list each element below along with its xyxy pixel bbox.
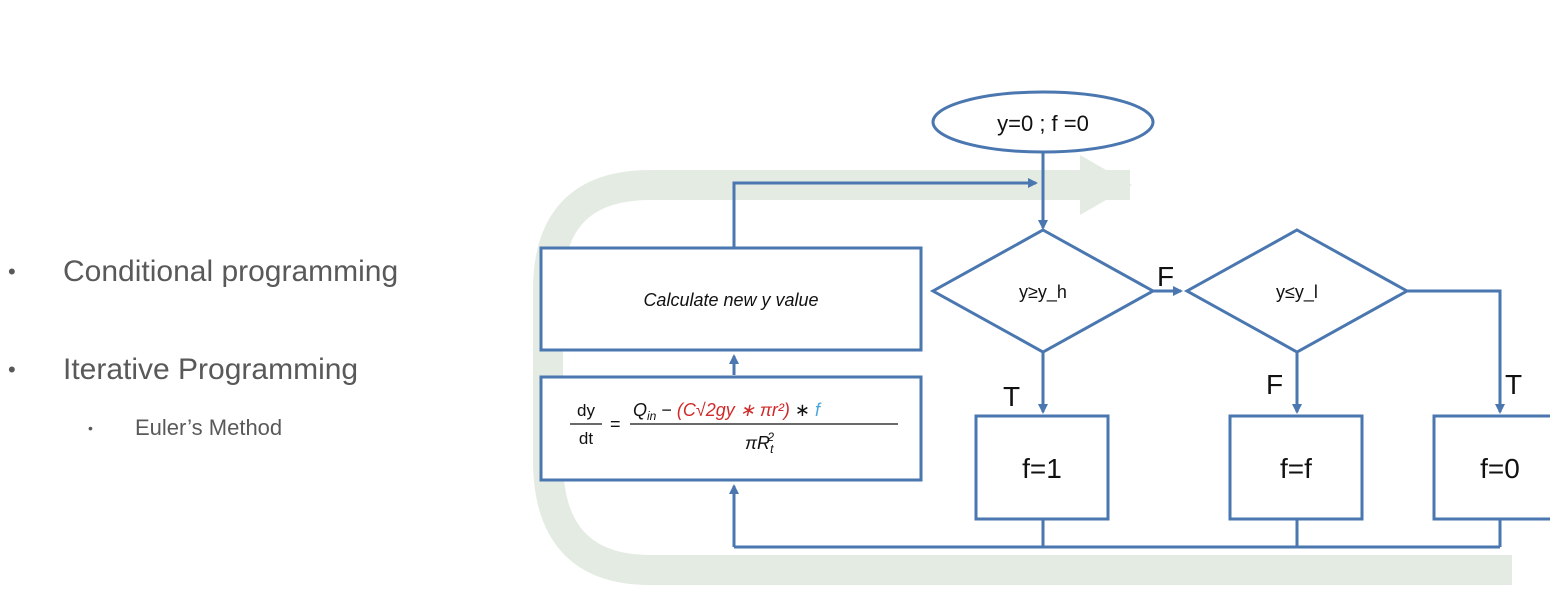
eq-den: πR [745, 433, 770, 453]
bullet-text: Conditional programming [63, 255, 399, 288]
bullet-list: • Conditional programming • Iterative Pr… [0, 0, 520, 604]
bullet-text: Euler’s Method [135, 415, 283, 440]
return-bus [729, 484, 1502, 549]
calc-box: Calculate new y value [539, 246, 923, 352]
loop-arrow-background [533, 155, 1512, 585]
bullet-dot: • [8, 357, 16, 382]
start-node: y=0 ; f =0 [931, 90, 1155, 154]
equation-box: dy dt = Qin − (C√2gy ∗ πr²) ∗ f πRt2 [539, 375, 923, 482]
eq-f: f [815, 400, 822, 420]
box-ff-label: f=f [1280, 453, 1312, 484]
eq-minus: − [656, 400, 677, 420]
eq-star: ∗ [790, 400, 815, 420]
eq-equals: = [610, 414, 621, 434]
eq-dt: dt [579, 429, 593, 448]
bullet-text: Iterative Programming [63, 353, 359, 386]
eq-den-sub: t [770, 442, 774, 456]
box-f1-label: f=1 [1022, 453, 1062, 484]
sub-bullet-dot: • [88, 420, 93, 436]
decision-1-label: y≥y_h [1019, 282, 1067, 303]
calc-label: Calculate new y value [643, 290, 818, 310]
eq-red-term: (C√2gy ∗ πr²) [677, 400, 790, 420]
box-f0-label: f=0 [1480, 453, 1520, 484]
label-false-1: F [1157, 261, 1174, 292]
bullet-dot: • [8, 259, 16, 284]
box-f1: f=1 [974, 414, 1110, 521]
box-f0: f=0 [1432, 414, 1550, 521]
label-false-2: F [1266, 369, 1283, 400]
eq-qin-sub: in [647, 409, 657, 423]
arrow-calc-to-loop [732, 178, 1038, 248]
label-true-2: T [1505, 369, 1522, 400]
arrow-decision2-true [1407, 289, 1505, 414]
decision-2-label: y≤y_l [1276, 282, 1318, 303]
svg-text:Qin − (C√2gy ∗ πr²) ∗ f: Qin − (C√2gy ∗ πr²) ∗ f [633, 400, 822, 423]
svg-text:πRt2: πRt2 [745, 430, 774, 456]
decision-1: y≥y_h [929, 228, 1157, 354]
box-ff: f=f [1228, 414, 1364, 521]
decision-2: y≤y_l [1183, 228, 1411, 354]
eq-den-sup: 2 [766, 430, 774, 444]
eq-qin: Q [633, 400, 647, 420]
label-true-1: T [1003, 381, 1020, 412]
eq-dy: dy [577, 401, 595, 420]
start-label: y=0 ; f =0 [997, 111, 1089, 136]
